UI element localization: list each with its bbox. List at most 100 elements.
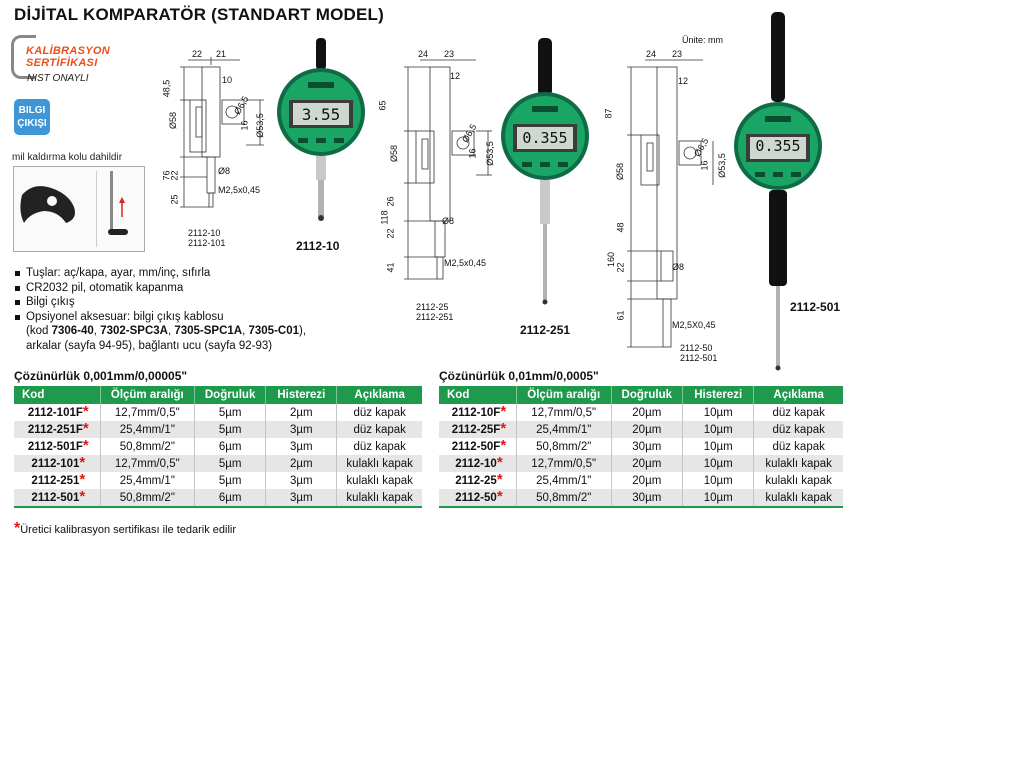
description-cell: kulaklı kapak <box>753 489 843 508</box>
asterisk-icon: * <box>82 402 89 420</box>
hysteresis-cell: 10µm <box>682 472 755 489</box>
hysteresis-cell: 3µm <box>265 489 338 508</box>
gauge-display-value: 0.355 <box>755 137 801 155</box>
hysteresis-cell: 10µm <box>682 421 755 438</box>
col-header-hysteresis: Histerezi <box>265 386 338 404</box>
gauge-display-value: 0.355 <box>522 129 568 147</box>
product-code-text: 2112-25F <box>451 423 501 436</box>
product-code: 2112-25* <box>439 470 517 489</box>
asterisk-icon: * <box>79 487 86 505</box>
asterisk-icon: * <box>496 470 503 488</box>
feature-accessory-codes: (kod 7306-40, 7302-SPC3A, 7305-SPC1A, 73… <box>26 325 307 337</box>
col-header-description: Açıklama <box>753 386 843 404</box>
asterisk-icon: * <box>496 487 503 505</box>
description-cell: kulaklı kapak <box>765 474 832 487</box>
col-header-accuracy: Doğruluk <box>611 386 684 404</box>
dim-22: 22 <box>385 228 396 239</box>
badge-ring-icon <box>11 35 36 79</box>
footnote-text: Üretici kalibrasyon sertifikası ile teda… <box>20 524 237 536</box>
col-header-hysteresis: Histerezi <box>682 386 755 404</box>
range-cell: 25,4mm/1" <box>100 421 195 438</box>
accuracy-cell: 6µm <box>194 489 267 508</box>
asterisk-icon: * <box>79 470 86 488</box>
description-cell: kulaklı kapak <box>336 455 422 472</box>
hysteresis-cell: 3µm <box>265 438 338 455</box>
dim-41: 41 <box>385 262 396 273</box>
gauge-model-label: 2112-251 <box>520 323 571 337</box>
range-cell: 50,8mm/2" <box>516 438 612 455</box>
product-code-text: 2112-251 <box>31 474 80 487</box>
col-header-accuracy: Doğruluk <box>194 386 267 404</box>
hysteresis-cell: 10µm <box>682 438 755 455</box>
product-code-text: 2112-10F <box>451 406 501 419</box>
dim-61: 61 <box>615 310 626 321</box>
range-cell: 50,8mm/2" <box>516 489 612 508</box>
description-cell: düz kapak <box>353 440 406 453</box>
gauge-2112-10-image <box>277 38 365 221</box>
col-header-code: Kod <box>439 386 517 404</box>
spec-table-standard-resolution: Kod Ölçüm aralığı Doğruluk Histerezi Açı… <box>439 386 843 508</box>
feature-list: Tuşlar: aç/kapa, ayar, mm/inç, sıfırla C… <box>14 266 306 353</box>
technical-drawing-2112-10 <box>180 57 264 208</box>
lever-divider <box>96 171 97 247</box>
accuracy-cell: 6µm <box>194 438 267 455</box>
product-code-text: 2112-25 <box>455 474 497 487</box>
dim-phi58: Ø58 <box>389 144 400 163</box>
asterisk-icon: * <box>500 402 507 420</box>
product-code: 2112-10* <box>439 455 517 472</box>
accuracy-cell: 20µm <box>611 404 684 421</box>
product-code-text: 2112-10 <box>455 457 497 470</box>
asterisk-icon: * <box>79 453 86 471</box>
dim-10: 10 <box>222 75 233 85</box>
dim-phi8: Ø8 <box>672 262 685 272</box>
range-cell: 25,4mm/1" <box>516 421 612 438</box>
dim-24: 24 <box>418 49 429 59</box>
drawing-model-label: 2112-50 <box>680 343 713 353</box>
range-cell: 12,7mm/0,5" <box>516 455 612 472</box>
footnote: *Üretici kalibrasyon sertifikası ile ted… <box>14 521 237 537</box>
dim-48-5: 48,5 <box>161 79 172 98</box>
product-code: 2112-10F* <box>439 402 517 421</box>
asterisk-icon: * <box>500 419 507 437</box>
feature-item: Opsiyonel aksesuar: bilgi çıkış kablosu <box>14 310 306 325</box>
hysteresis-cell: 2µm <box>265 455 338 472</box>
range-cell: 50,8mm/2" <box>100 438 195 455</box>
hysteresis-cell: 2µm <box>265 404 338 421</box>
description-cell: düz kapak <box>753 421 843 438</box>
accuracy-cell: 30µm <box>611 438 684 455</box>
accuracy-cell: 30µm <box>611 489 684 508</box>
col-header-range: Ölçüm aralığı <box>100 386 195 404</box>
gauge-2112-501-image <box>734 12 822 371</box>
left-table-caption: Çözünürlük 0,001mm/0,00005" <box>14 369 188 383</box>
right-table-caption: Çözünürlük 0,01mm/0,0005" <box>439 369 599 383</box>
dim-24: 24 <box>646 49 657 59</box>
hysteresis-cell: 10µm <box>682 455 755 472</box>
description-cell: düz kapak <box>353 406 406 419</box>
asterisk-icon: * <box>82 419 89 437</box>
dim-26: 26 <box>385 196 396 207</box>
dim-phi53-5: Ø53,5 <box>716 153 727 178</box>
dim-12: 12 <box>678 76 689 86</box>
product-code-text: 2112-501F <box>27 440 83 453</box>
dim-thread: M2,5x0,45 <box>444 258 487 268</box>
dim-thread: M2,5X0,45 <box>672 320 716 330</box>
accuracy-cell: 5µm <box>194 455 267 472</box>
product-code: 2112-101* <box>14 453 101 472</box>
dim-phi53-5: Ø53,5 <box>254 113 265 138</box>
feature-accessory-extra: arkalar (sayfa 94-95), bağlantı ucu (say… <box>26 339 273 352</box>
description-cell: düz kapak <box>772 440 825 453</box>
product-code-text: 2112-251F <box>27 423 83 436</box>
drawing-model-label: 2112-10 <box>188 228 221 238</box>
dim-phi8: Ø8 <box>218 166 231 176</box>
dim-21: 21 <box>216 49 227 59</box>
technical-drawing-2112-501 <box>627 59 714 348</box>
data-output-line1: BILGI <box>18 105 46 116</box>
gauge-model-label: 2112-10 <box>296 239 340 253</box>
